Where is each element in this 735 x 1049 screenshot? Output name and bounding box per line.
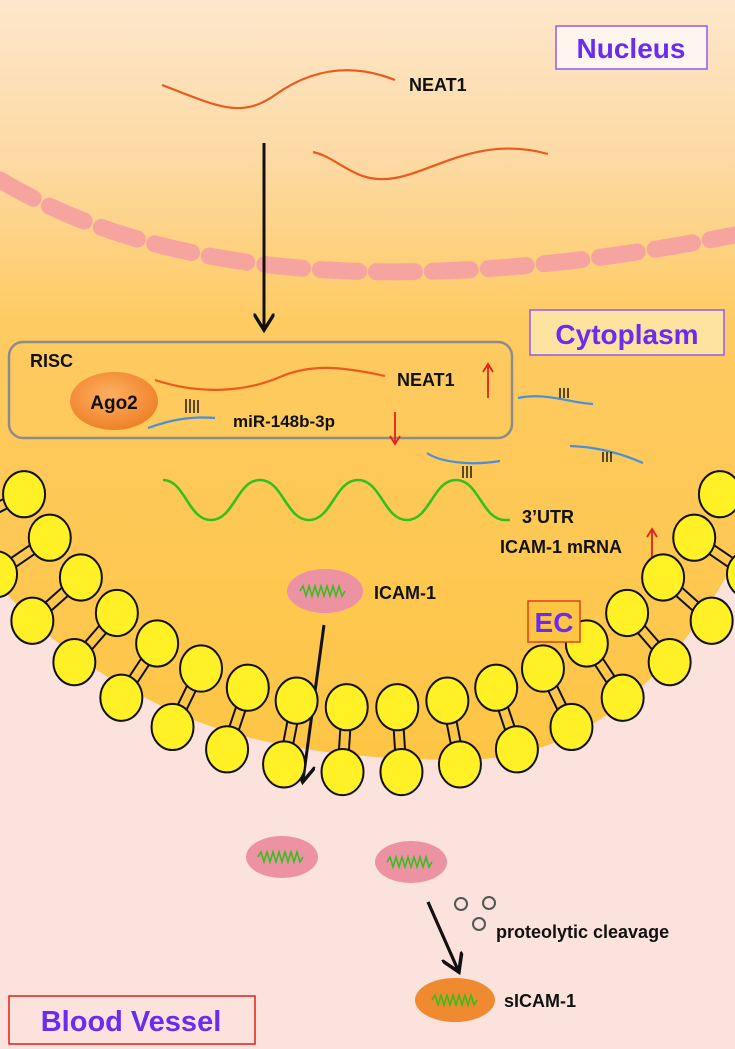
lipid-tail — [712, 543, 735, 561]
lipid-tail — [8, 543, 32, 561]
icam1-protein-wave — [299, 583, 346, 599]
lipid-head — [2, 470, 47, 519]
lipid-tail — [0, 497, 6, 502]
lipid-tail — [42, 585, 65, 606]
lipid-head — [135, 619, 180, 668]
lipid-head — [10, 596, 55, 645]
lipid-head — [474, 663, 519, 712]
lipid-head — [0, 550, 19, 599]
utr-label: 3’UTR — [522, 507, 574, 527]
lipid-head — [520, 644, 565, 693]
lipid-head — [52, 638, 97, 687]
ec-label-box — [527, 600, 581, 643]
peptide-fragment-3 — [472, 917, 486, 931]
lipid-head — [94, 588, 139, 638]
lipid-head — [641, 553, 686, 602]
lipid-head — [379, 747, 424, 797]
neat1-lncrna-risc — [154, 366, 386, 391]
lipid-tail — [49, 593, 71, 613]
lipid-head — [605, 588, 650, 638]
neat1-lncrna-nucleus — [161, 69, 396, 110]
mirna-label: miR-148b-3p — [233, 412, 335, 431]
lipid-head — [494, 725, 539, 774]
lipid-tail — [89, 629, 110, 652]
lipid-head — [179, 644, 224, 693]
lipid-head — [549, 702, 594, 752]
cleavage-label: proteolytic cleavage — [496, 922, 669, 942]
lipid-tail — [706, 551, 731, 569]
base-pairing-risc — [185, 399, 199, 413]
lipid-head — [99, 673, 144, 722]
lipid-head — [697, 470, 735, 519]
lipid-head — [27, 513, 72, 562]
ago2-protein — [70, 372, 158, 430]
membrane-icam1-2 — [375, 841, 447, 883]
lipid-head — [600, 673, 645, 722]
base-pairing-free-1 — [559, 388, 569, 398]
lipid-tail — [135, 661, 152, 686]
lipid-head — [425, 676, 470, 725]
lipid-head — [320, 747, 365, 797]
mirna-strand-risc — [147, 416, 216, 430]
lipid-tail — [13, 551, 38, 569]
sicam1-label: sICAM-1 — [504, 991, 576, 1011]
base-pairing-free-2 — [602, 452, 612, 462]
lipid-head — [262, 740, 307, 789]
lipid-tail — [679, 585, 702, 606]
lipid-tail — [592, 661, 609, 686]
ago2-label: Ago2 — [90, 393, 138, 414]
lipid-tail — [634, 629, 655, 652]
free-mirna-1 — [517, 395, 594, 406]
lipid-head — [150, 702, 195, 752]
mirna-on-mrna — [426, 452, 501, 465]
cell-region — [0, 0, 735, 760]
base-pairing-mrna — [462, 466, 472, 478]
lipid-head — [324, 683, 369, 732]
lipid-tail — [600, 655, 618, 680]
neat1-risc-label: NEAT1 — [397, 370, 455, 390]
icam1-mrna-strand — [162, 478, 510, 522]
peptide-fragment-2 — [482, 896, 496, 910]
lipid-head — [375, 683, 420, 732]
nucleus-label-box — [555, 25, 708, 70]
blood-vessel-label: Blood Vessel — [41, 1006, 222, 1038]
risc-complex-box — [7, 340, 514, 440]
lipid-tail — [673, 593, 695, 613]
blood-vessel-label-box — [8, 995, 256, 1045]
lipid-head — [725, 554, 735, 594]
neat1-lncrna-export — [312, 147, 549, 181]
nuclear-envelope — [0, 171, 735, 281]
cytoplasm-label-box — [529, 309, 725, 356]
lipid-head — [58, 553, 103, 602]
lipid-tail — [126, 655, 144, 680]
ec-label: EC — [535, 607, 574, 638]
icam1-mrna-label: ICAM-1 mRNA — [500, 537, 622, 557]
nucleus-label: Nucleus — [577, 33, 686, 64]
lipid-head — [647, 638, 692, 687]
cleavage-arrow — [426, 901, 458, 970]
lipid-head — [274, 676, 319, 725]
cytoplasm-label: Cytoplasm — [555, 319, 698, 350]
membrane-icam1-1 — [246, 836, 318, 878]
lipid-head — [672, 513, 717, 562]
risc-label: RISC — [30, 351, 73, 371]
icam1-label: ICAM-1 — [374, 583, 436, 603]
free-mirna-2 — [569, 444, 644, 465]
neat1-nucleus-label: NEAT1 — [409, 75, 467, 95]
peptide-fragment-1 — [454, 897, 468, 911]
lipid-tail — [0, 506, 10, 514]
lipid-head — [437, 740, 482, 789]
lipid-tail — [642, 623, 662, 646]
lipid-head — [225, 663, 270, 712]
lipid-tail — [82, 623, 102, 646]
lipid-head — [689, 596, 734, 645]
lipid-head — [205, 725, 250, 774]
